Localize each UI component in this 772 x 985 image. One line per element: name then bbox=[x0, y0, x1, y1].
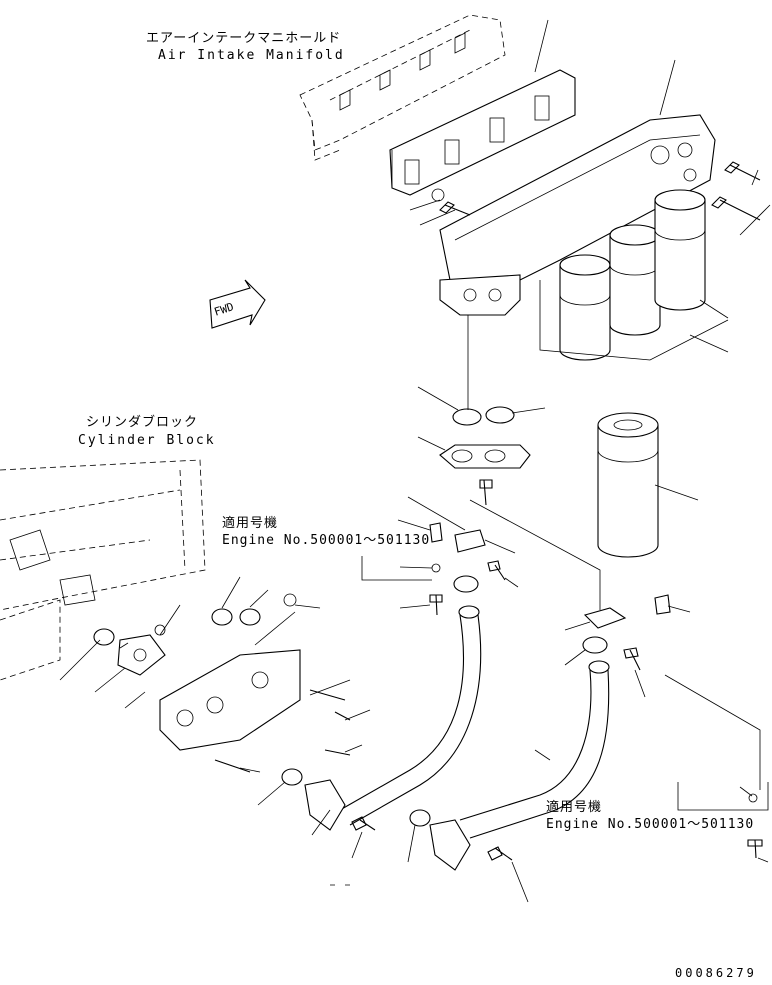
leader-lines bbox=[59, 19, 771, 903]
manifold-gasket bbox=[389, 69, 576, 196]
serial-applicability-label-jp-2: 適用号機 bbox=[546, 800, 603, 815]
cylinder-block-outline bbox=[0, 459, 206, 681]
air-intake-manifold-label-jp: エアーインテークマニホールド bbox=[146, 31, 342, 46]
cooler-bolts bbox=[154, 593, 351, 773]
oil-filter-cartridge-3 bbox=[654, 189, 706, 311]
air-intake-manifold-outline bbox=[299, 14, 506, 161]
drawing-number: 00086279 bbox=[675, 966, 757, 980]
cylinder-block-label-jp: シリンダブロック bbox=[86, 415, 199, 430]
oil-filter-cartridge-2 bbox=[609, 224, 661, 336]
oil-filter-cartridge-spare bbox=[597, 412, 659, 558]
pipe-clamps bbox=[429, 522, 671, 629]
oil-pipe-2 bbox=[429, 660, 610, 871]
serial-applicability-label-jp-1: 適用号機 bbox=[222, 516, 279, 531]
serial-applicability-label-1: Engine No.500001～501130 bbox=[222, 533, 431, 548]
oil-cooler-housing bbox=[117, 634, 301, 751]
oil-filter-cartridge-1 bbox=[559, 254, 611, 361]
filter-head-assembly bbox=[439, 114, 716, 316]
oil-pipe-1 bbox=[304, 605, 482, 831]
fwd-arrow-icon bbox=[209, 279, 266, 329]
pipe-seals bbox=[93, 575, 608, 827]
serial-applicability-label-2: Engine No.500001～501130 bbox=[546, 817, 755, 832]
cylinder-block-label: Cylinder Block bbox=[78, 433, 216, 448]
serial-reference-brackets bbox=[361, 556, 769, 811]
o-rings-and-gasket bbox=[439, 406, 531, 469]
air-intake-manifold-label: Air Intake Manifold bbox=[158, 48, 345, 63]
